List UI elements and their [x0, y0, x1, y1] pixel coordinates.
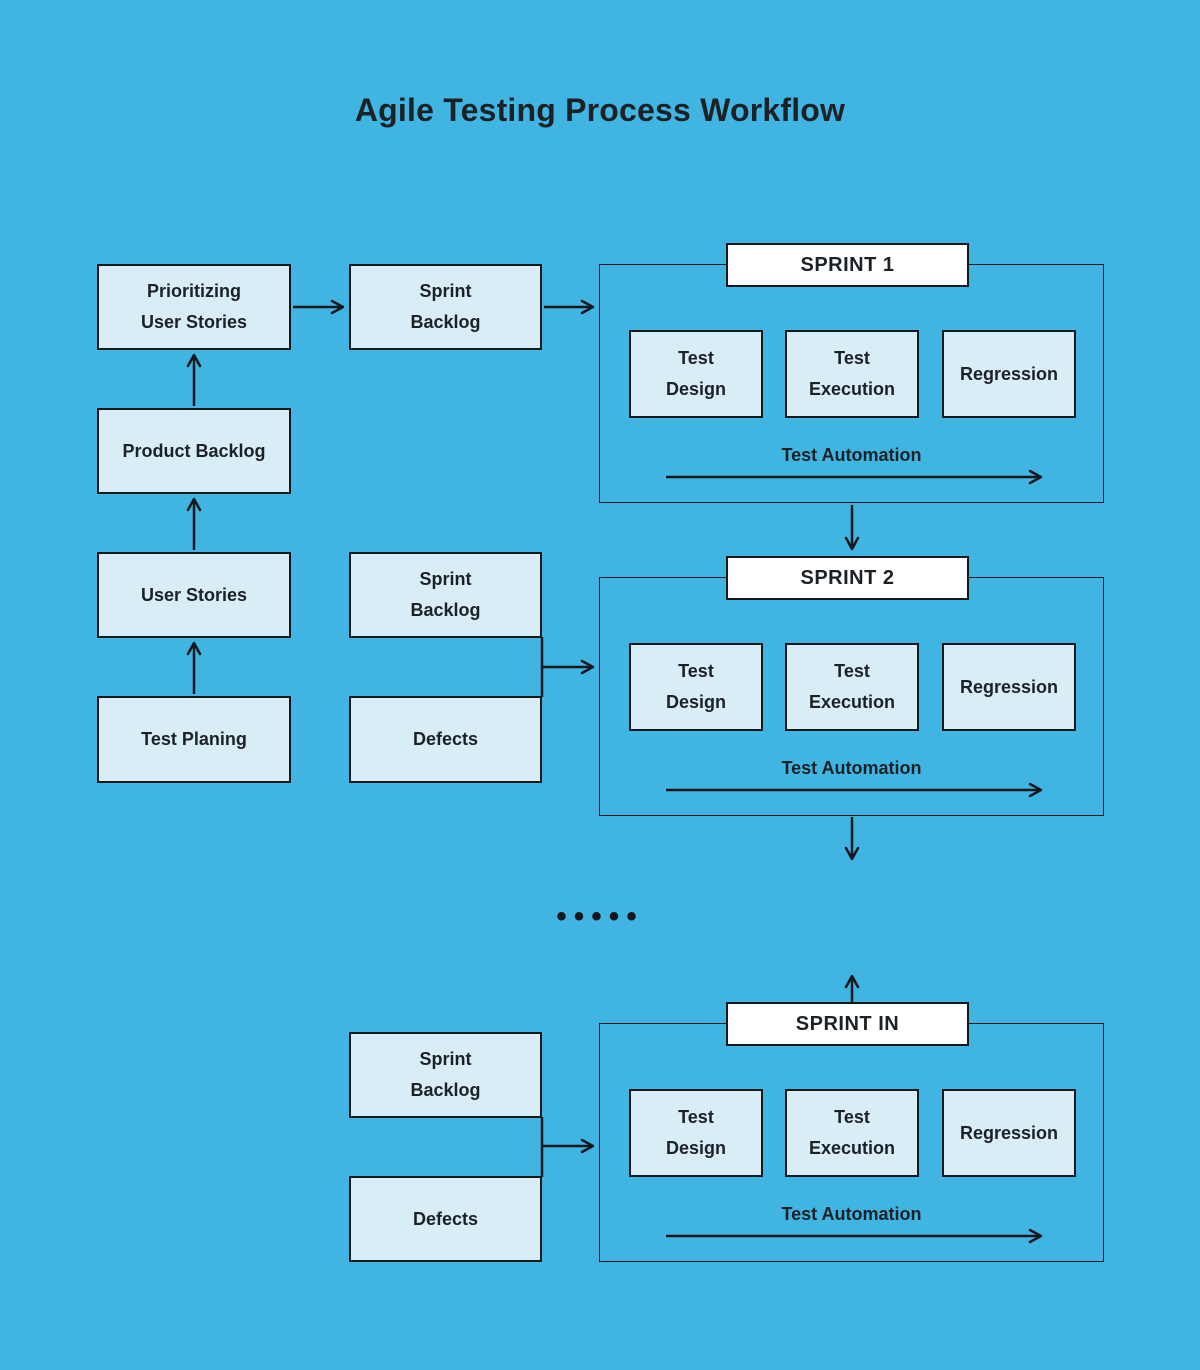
node-sprintn-backlog: Sprint Backlog	[349, 1032, 542, 1118]
node-sprint1-test-design: Test Design	[629, 330, 763, 418]
node-label: Test Design	[665, 661, 726, 712]
sprint-in-title: SPRINT IN	[726, 1002, 969, 1046]
node-product-backlog: Product Backlog	[97, 408, 291, 494]
node-label: Sprint Backlog	[410, 569, 481, 620]
node-label: Test Design	[665, 348, 726, 399]
node-label: Test Design	[665, 1107, 726, 1158]
node-sprint2-test-design: Test Design	[629, 643, 763, 731]
node-label: Test Planing	[141, 729, 247, 750]
node-prioritizing-user-stories: Prioritizing User Stories	[97, 264, 291, 350]
node-sprintn-test-design: Test Design	[629, 1089, 763, 1177]
node-label: Defects	[412, 729, 479, 750]
node-label: Test Execution	[808, 348, 896, 399]
node-sprint2-test-execution: Test Execution	[785, 643, 919, 731]
node-user-stories: User Stories	[97, 552, 291, 638]
sprintn-test-automation-label: Test Automation	[781, 1204, 922, 1224]
connector-backlog-defects-to-sprint2	[540, 637, 595, 697]
test-automation-arrow	[666, 782, 1043, 798]
node-sprint1-regression: Regression	[942, 330, 1076, 418]
node-label: Prioritizing User Stories	[140, 281, 248, 332]
node-label: User Stories	[140, 584, 248, 605]
node-label: Regression	[959, 676, 1059, 697]
node-sprint2-defects: Defects	[349, 696, 542, 783]
ellipsis-dots: •••••	[556, 900, 644, 933]
node-label: Defects	[412, 1208, 479, 1229]
sprint-1-title: SPRINT 1	[726, 243, 969, 287]
node-label: Regression	[959, 1122, 1059, 1143]
sprint-2-container: SPRINT 2 Test Design Test Execution Regr…	[599, 556, 1104, 816]
connector-backlog-defects-to-sprintn	[540, 1117, 595, 1177]
sprint-title-label: SPRINT 1	[800, 253, 895, 276]
sprint-in-container: SPRINT IN Test Design Test Execution Reg…	[599, 1002, 1104, 1262]
node-label: Product Backlog	[122, 440, 266, 461]
node-sprint1-test-execution: Test Execution	[785, 330, 919, 418]
node-label: Test Execution	[808, 661, 896, 712]
sprint1-test-automation-label: Test Automation	[781, 445, 922, 465]
node-label: Sprint Backlog	[410, 1049, 481, 1100]
node-sprint1-backlog: Sprint Backlog	[349, 264, 542, 350]
node-sprintn-defects: Defects	[349, 1176, 542, 1262]
node-label: Test Execution	[808, 1107, 896, 1158]
sprint2-test-automation-label: Test Automation	[781, 758, 922, 778]
sprint-title-label: SPRINT 2	[800, 566, 895, 589]
sprint-1-container: SPRINT 1 Test Design Test Execution Regr…	[599, 243, 1104, 503]
node-label: Sprint Backlog	[410, 281, 481, 332]
node-sprint2-backlog: Sprint Backlog	[349, 552, 542, 638]
node-sprint2-regression: Regression	[942, 643, 1076, 731]
node-test-planing: Test Planing	[97, 696, 291, 783]
node-sprintn-regression: Regression	[942, 1089, 1076, 1177]
sprint-title-label: SPRINT IN	[795, 1012, 900, 1035]
test-automation-arrow	[666, 469, 1043, 485]
test-automation-arrow	[666, 1228, 1043, 1244]
sprint-2-title: SPRINT 2	[726, 556, 969, 600]
node-label: Regression	[959, 363, 1059, 384]
node-sprintn-test-execution: Test Execution	[785, 1089, 919, 1177]
diagram-title: Agile Testing Process Workflow	[354, 92, 846, 128]
